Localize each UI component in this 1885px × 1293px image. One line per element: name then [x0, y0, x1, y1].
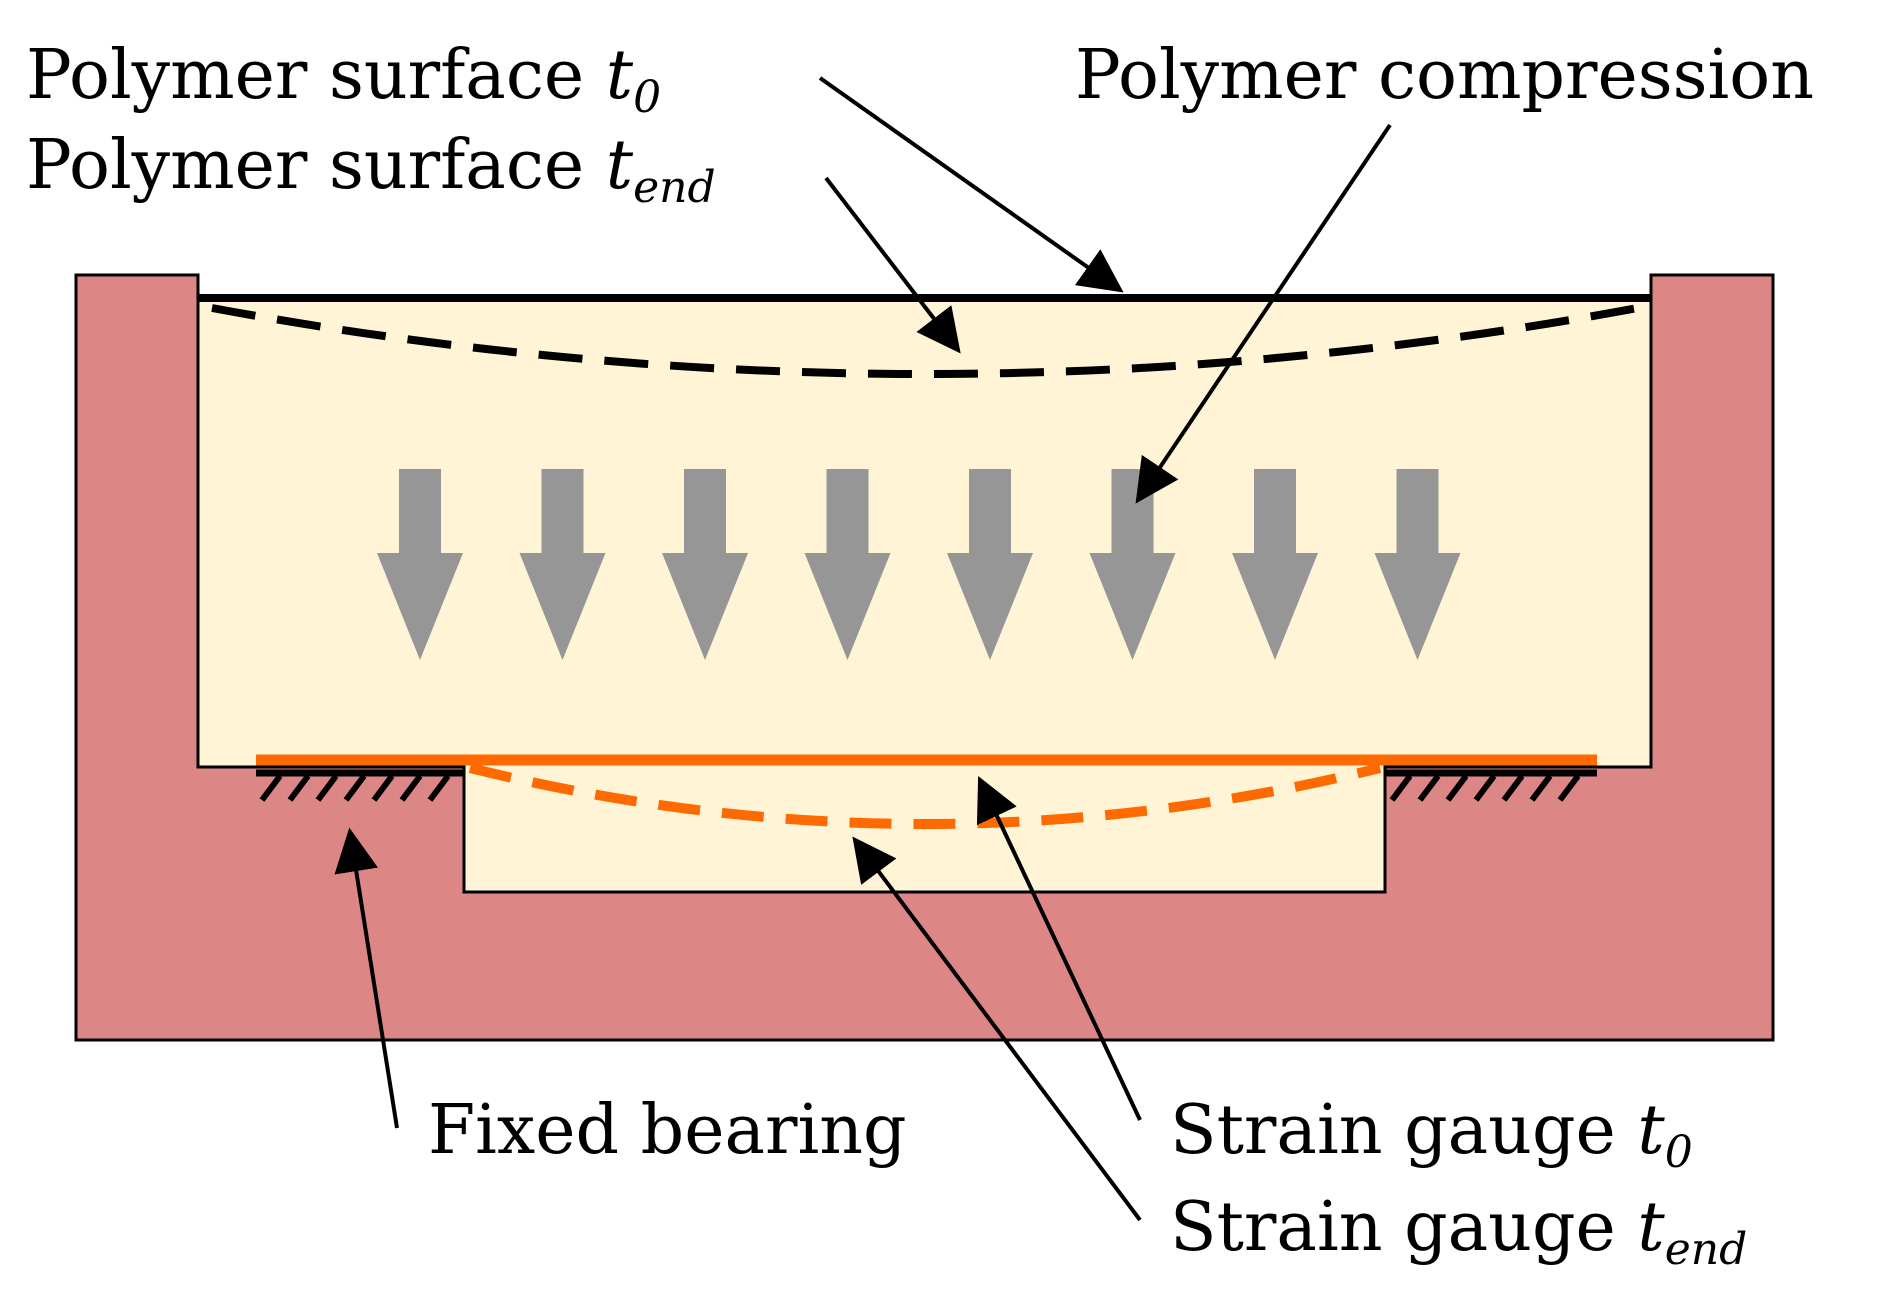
leader-strain-gauge-tend — [852, 836, 1142, 1222]
leader-polymer-surface-t0 — [818, 76, 1124, 293]
polymer-surface-tend-curve — [211, 304, 1639, 378]
compression-arrow — [519, 469, 606, 660]
fixed-bearing-right — [1385, 769, 1597, 802]
compression-arrow — [947, 469, 1033, 660]
fixed-bearing-left — [256, 769, 464, 802]
polymer-body — [196, 296, 1653, 894]
leader-polymer-surface-tend — [824, 176, 961, 354]
compression-arrows — [377, 469, 1461, 660]
compression-arrow — [1374, 469, 1461, 660]
compression-arrow — [1089, 469, 1176, 660]
leader-strain-gauge-t0 — [976, 776, 1142, 1121]
leader-fixed-bearing — [334, 827, 399, 1129]
label-polymer-compression: Polymer compression — [1075, 36, 1814, 115]
label-polymer-surface-tend: Polymer surface tend — [26, 126, 716, 213]
label-strain-gauge-tend: Strain gauge tend — [1170, 1188, 1747, 1275]
compression-arrow — [1232, 469, 1318, 660]
label-polymer-surface-t0: Polymer surface t0 — [26, 36, 661, 123]
compression-arrow — [377, 469, 463, 660]
strain-gauge-tend-curve — [468, 763, 1382, 829]
compression-arrow — [804, 469, 891, 660]
compression-arrow — [662, 469, 748, 660]
label-strain-gauge-t0: Strain gauge t0 — [1170, 1091, 1693, 1178]
label-fixed-bearing: Fixed bearing — [428, 1091, 907, 1170]
leader-polymer-compression — [1135, 123, 1392, 504]
